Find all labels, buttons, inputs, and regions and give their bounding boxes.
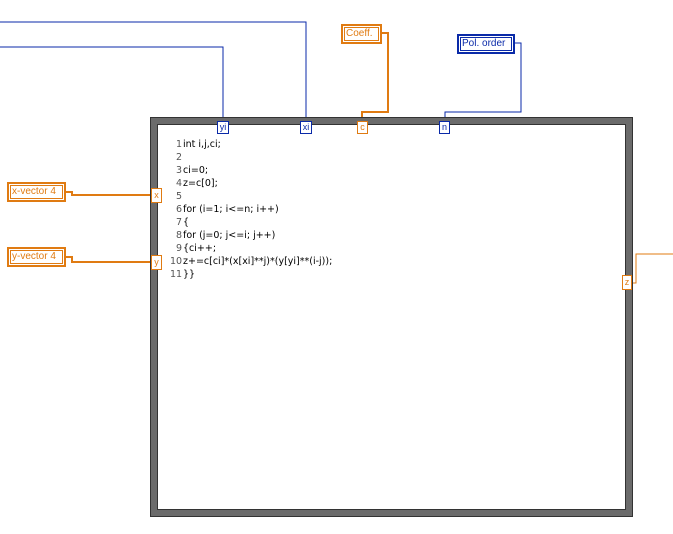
coeff-control[interactable]: Coeff. [341,24,382,44]
wire-pol-order-to-n[interactable] [444,42,522,121]
input-terminal-yi[interactable]: yi [217,121,229,134]
code-line: 7{ [175,217,190,228]
wire-x-vector-to-x[interactable] [66,191,151,196]
input-terminal-c[interactable]: c [357,121,368,134]
code-line: 11}} [170,269,196,280]
wire-y-vector-to-y[interactable] [66,256,151,263]
output-terminal-z[interactable]: z [622,275,632,290]
code-line: 2 [175,152,182,163]
code-line: 5 [175,191,182,202]
wire-coeff-to-c[interactable] [361,32,389,121]
input-terminal-x[interactable]: x [151,188,162,203]
formula-node[interactable] [150,117,633,517]
wire-to-xi[interactable] [0,21,307,121]
input-terminal-xi[interactable]: xi [300,121,312,134]
input-terminal-n[interactable]: n [439,121,450,134]
y-vector-control[interactable]: y-vector 4 [7,247,66,267]
input-terminal-y[interactable]: y [151,255,162,270]
pol-order-control[interactable]: Pol. order [457,34,515,54]
wire-to-yi[interactable] [0,46,224,121]
code-line: 9{ci++; [175,243,217,254]
x-vector-control[interactable]: x-vector 4 [7,182,66,202]
wire-z-out[interactable] [632,253,673,284]
